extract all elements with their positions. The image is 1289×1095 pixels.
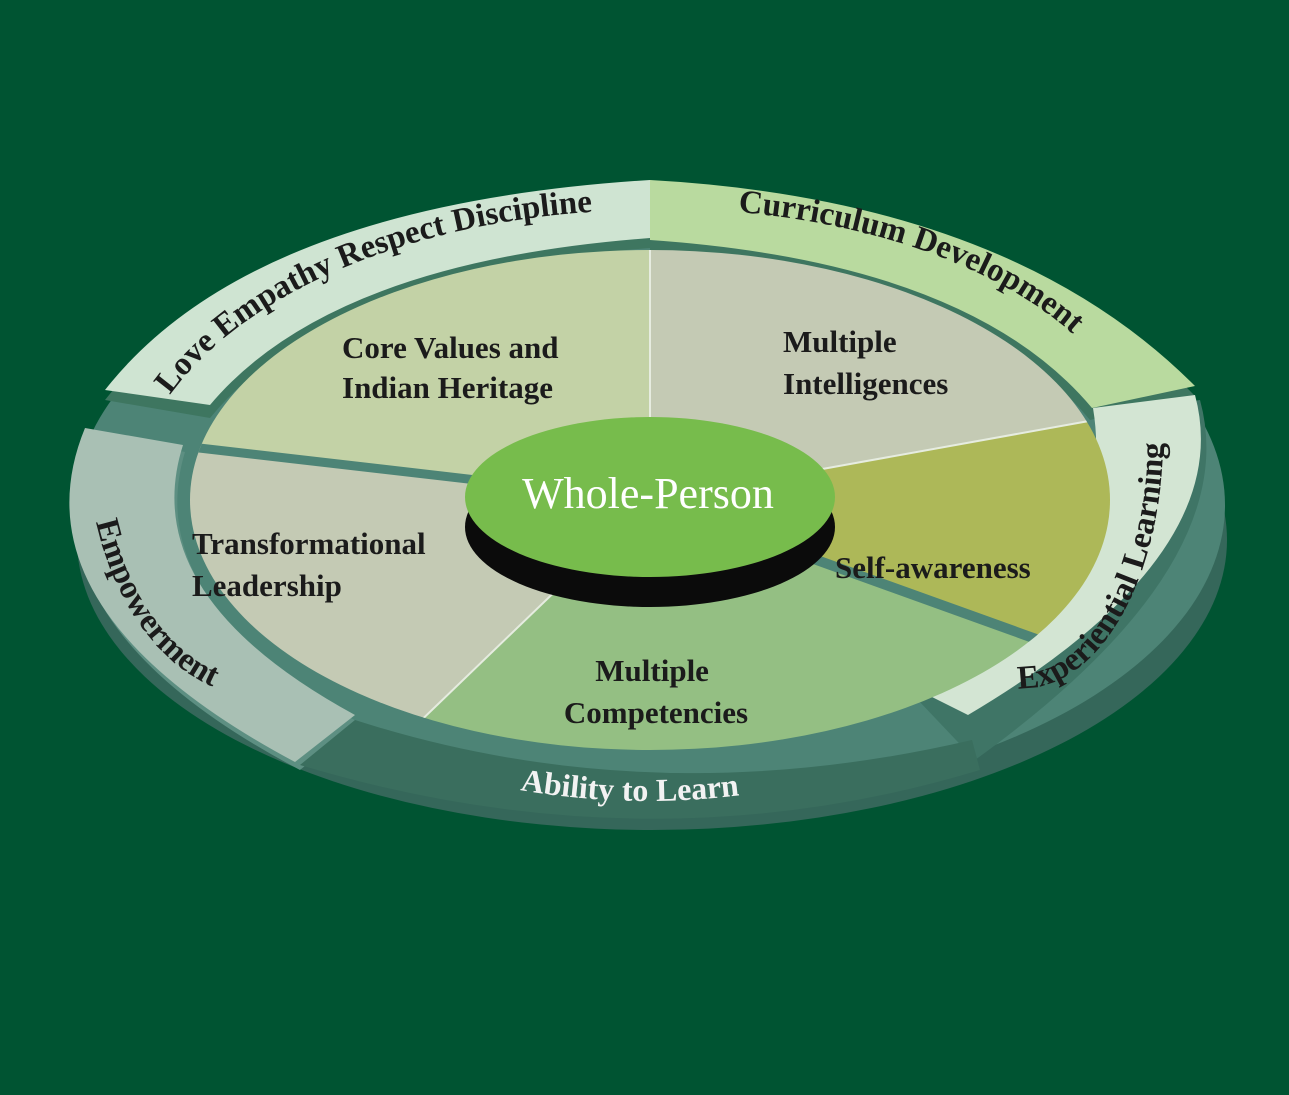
ring-love-empathy <box>105 180 650 405</box>
label-multiple-competencies-line1: Multiple <box>595 653 709 688</box>
hub <box>465 417 835 577</box>
label-multiple-intelligences: Multiple Intelligences <box>783 324 948 401</box>
label-multiple-competencies-line2: Competencies <box>564 695 748 730</box>
label-core-values-line1: Core Values and <box>342 330 559 365</box>
hub-label: Whole-Person <box>522 469 774 518</box>
ring-curriculum-development <box>650 180 1195 408</box>
ring-ability-to-learn <box>300 720 980 819</box>
label-core-values: Core Values and Indian Heritage <box>342 330 566 405</box>
label-self-awareness-line1: Self-awareness <box>835 550 1031 585</box>
label-multiple-competencies: Multiple Competencies <box>564 653 748 730</box>
label-multiple-intelligences-line1: Multiple <box>783 324 897 359</box>
label-transformational-leadership-line2: Leadership <box>192 568 342 603</box>
ring-empowerment <box>69 428 355 762</box>
label-self-awareness: Self-awareness <box>835 550 1031 585</box>
label-core-values-line2: Indian Heritage <box>342 370 553 405</box>
ring-experiential-learning <box>918 395 1201 715</box>
label-multiple-intelligences-line2: Intelligences <box>783 366 948 401</box>
label-transformational-leadership-line1: Transformational <box>192 526 426 561</box>
label-transformational-leadership: Transformational Leadership <box>192 526 433 603</box>
